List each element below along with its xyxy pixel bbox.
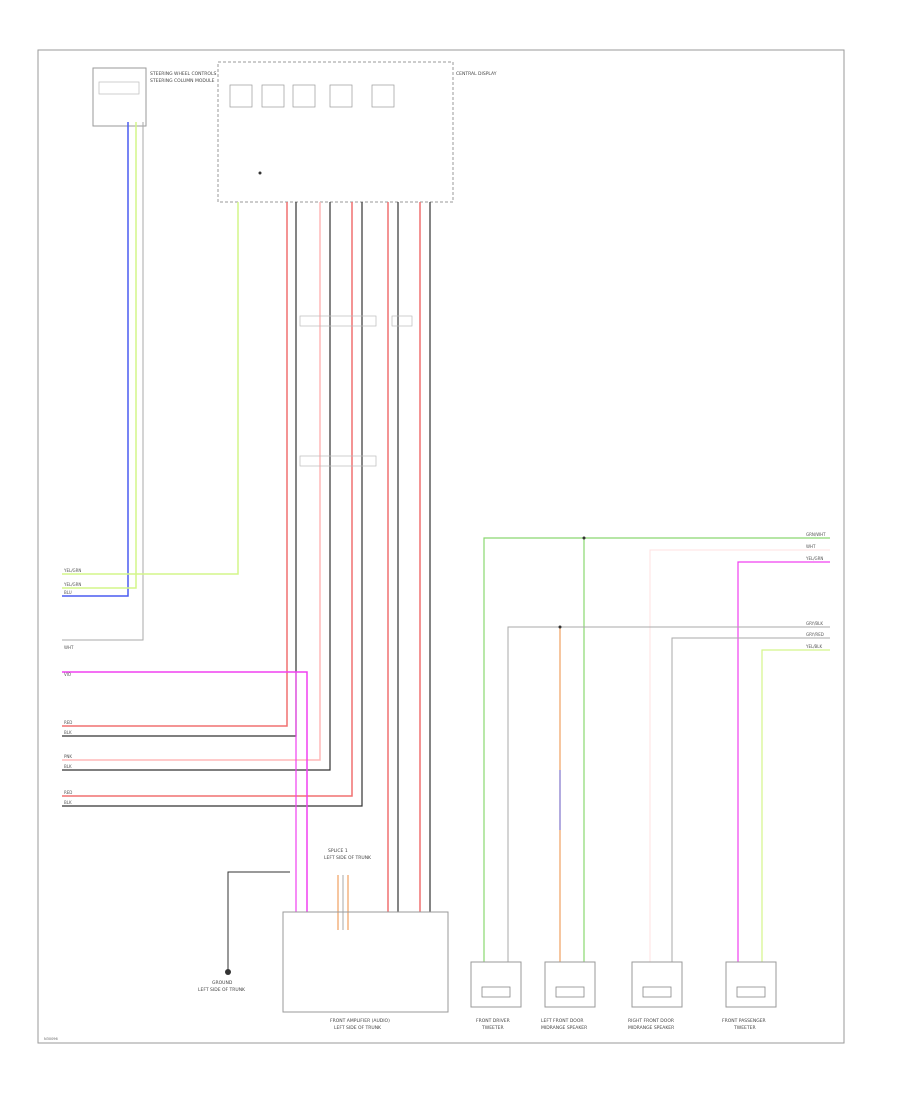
wire-label: VIO [64, 672, 71, 677]
wires-audio [62, 202, 431, 970]
speaker-left-door-title: LEFT FRONT DOOR [541, 1018, 584, 1024]
wire-label: BLK [64, 730, 72, 735]
steering-switch-inner [98, 81, 140, 95]
speaker-icon [736, 986, 766, 998]
wire-label: RED [64, 720, 72, 725]
wire-label: GRY/RED [806, 632, 824, 637]
audio-unit-box [217, 61, 454, 203]
speaker-right-door: RIGHT FRONT DOOR MIDRANGE SPEAKER [628, 961, 683, 1031]
steering-switch-title: STEERING WHEEL CONTROLS [150, 71, 216, 77]
wire-label: BLK [64, 764, 72, 769]
wire-light-bus [649, 549, 830, 962]
wire-label: BLK [64, 800, 72, 805]
amplifier: FRONT AMPLIFIER (AUDIO) LEFT SIDE OF TRU… [282, 911, 449, 1031]
wire-yellow-passenger [761, 649, 830, 962]
speaker-front-passenger-title: FRONT PASSENGER [722, 1018, 766, 1024]
wire-pink-1 [62, 202, 321, 761]
audio-unit-module-2 [261, 84, 285, 108]
wires-speakers [483, 537, 830, 962]
amplifier-subtitle: LEFT SIDE OF TRUNK [334, 1025, 382, 1031]
wire-label: GRN/WHT [806, 532, 826, 537]
wire-gray-right-door [671, 637, 830, 962]
right-wire-labels: GRN/WHT WHT YEL/GRN GRY/BLK GRY/RED YEL/… [805, 532, 826, 649]
ground-junction: SPLICE 1 LEFT SIDE OF TRUNK [324, 848, 372, 861]
wire-label: YEL/GRN [63, 568, 81, 573]
ground-icon [225, 969, 231, 975]
wire-red-2 [62, 202, 353, 797]
ground-junction-title: SPLICE 1 [328, 848, 348, 854]
speaker-front-passenger-subtitle: TWEETER [733, 1025, 756, 1031]
diagram-frame [37, 49, 845, 1044]
wire-yellow-green-a [62, 122, 137, 589]
speaker-front-passenger-box [725, 961, 777, 1008]
speaker-front-driver-box [470, 961, 522, 1008]
wire-black-1 [62, 202, 297, 737]
splice-mark-3 [391, 315, 413, 327]
speaker-left-door-box [544, 961, 596, 1008]
speaker-right-door-subtitle: MIDRANGE SPEAKER [628, 1025, 674, 1031]
junction-dot [558, 625, 562, 629]
speaker-icon [481, 986, 511, 998]
wire-label: YEL/BLK [805, 644, 823, 649]
speaker-front-passenger: FRONT PASSENGER TWEETER [722, 961, 777, 1031]
ground-point: GROUND LEFT SIDE OF TRUNK [198, 969, 246, 993]
wire-label: PNK [64, 754, 72, 759]
wire-blue [62, 122, 129, 597]
ground-subtitle: LEFT SIDE OF TRUNK [198, 987, 246, 993]
speaker-right-door-title: RIGHT FRONT DOOR [628, 1018, 674, 1024]
speaker-icon [642, 986, 672, 998]
wire-magenta-1 [62, 671, 308, 912]
audio-unit: CENTRAL DISPLAY [217, 61, 497, 203]
speaker-icon [555, 986, 585, 998]
splice-mark-1 [299, 315, 377, 327]
wire-label: BLU [64, 590, 72, 595]
ground-junction-subtitle: LEFT SIDE OF TRUNK [324, 855, 372, 861]
wire-green-bus [483, 537, 830, 962]
speaker-front-driver-title: FRONT DRIVER [476, 1018, 510, 1024]
speaker-front-driver-subtitle: TWEETER [481, 1025, 504, 1031]
audio-unit-module-4 [329, 84, 353, 108]
wire-black-3 [62, 202, 363, 807]
wire-ground [227, 871, 290, 970]
wire-label: RED [64, 790, 72, 795]
junction-dot [582, 536, 586, 540]
wire-black-2 [62, 202, 331, 771]
junction-dots [558, 536, 586, 629]
wire-label: YEL/GRN [805, 556, 823, 561]
splice-mark-2 [299, 455, 377, 467]
audio-unit-dot [258, 171, 262, 175]
audio-unit-module-5 [371, 84, 395, 108]
wire-red-1 [62, 202, 288, 727]
wires-steering [62, 122, 239, 641]
speaker-left-door-subtitle: MIDRANGE SPEAKER [541, 1025, 587, 1031]
wire-label: YEL/GRN [63, 582, 81, 587]
speaker-left-door: LEFT FRONT DOOR MIDRANGE SPEAKER [541, 961, 596, 1031]
ground-title: GROUND [212, 980, 233, 986]
audio-unit-module-1 [229, 84, 253, 108]
speaker-front-driver: FRONT DRIVER TWEETER [470, 961, 522, 1031]
wire-label: GRY/BLK [806, 621, 823, 626]
splice-marks [299, 315, 413, 467]
wire-label: WHT [64, 645, 74, 650]
wire-label: WHT [806, 544, 816, 549]
wire-yellow-green-b [62, 202, 239, 575]
amplifier-box [282, 911, 449, 1013]
left-wire-labels: YEL/GRN YEL/GRN BLU WHT VIO RED BLK PNK … [63, 568, 81, 805]
wire-gray-steer [62, 122, 144, 641]
steering-switch-module: STEERING WHEEL CONTROLS STEERING COLUMN … [92, 67, 216, 127]
wire-magenta-passenger [737, 561, 830, 962]
amplifier-title: FRONT AMPLIFIER (AUDIO) [330, 1018, 390, 1024]
steering-switch-box [92, 67, 147, 127]
steering-switch-subtitle: STEERING COLUMN MODULE [150, 78, 215, 84]
wire-gray-bus [507, 626, 830, 962]
audio-unit-module-3 [292, 84, 316, 108]
page-code: N30096 [44, 1037, 58, 1041]
speaker-right-door-box [631, 961, 683, 1008]
audio-unit-title: CENTRAL DISPLAY [456, 71, 497, 77]
